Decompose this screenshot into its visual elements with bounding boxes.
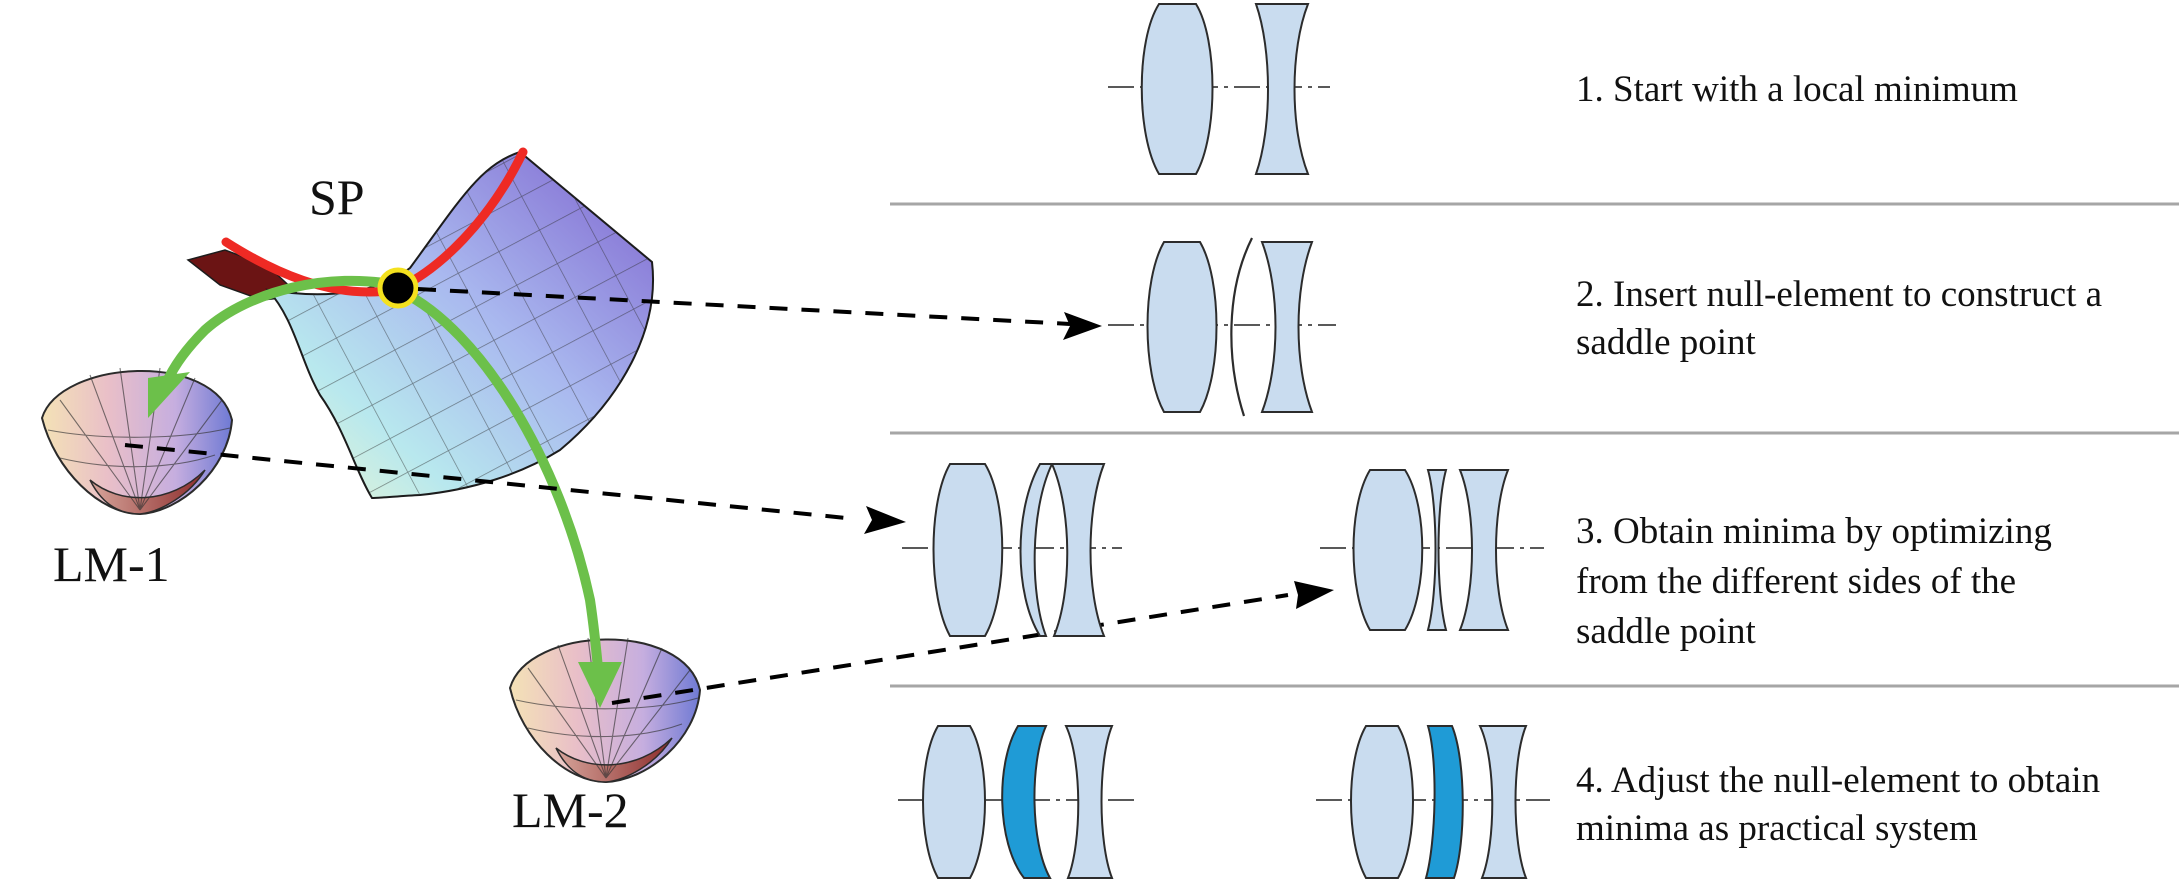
biconvex-lens [1350, 725, 1414, 879]
step-2-line-2: saddle point [1576, 322, 1757, 363]
connector-lm1-to-step3a [124, 443, 857, 521]
step-4-line-1: 4. Adjust the null-element to obtain [1576, 760, 2100, 801]
biconcave-lens [1254, 3, 1310, 175]
saddle-grid [268, 152, 654, 498]
null-element-adjusted [1424, 725, 1464, 879]
step-3-line-2: from the different sides of the [1576, 561, 2016, 602]
dashed-connector-heads [864, 312, 1334, 609]
connector-head-step3a [864, 506, 906, 534]
descent-arrowheads [148, 372, 622, 708]
bowl-lm1 [40, 367, 234, 516]
descent-paths [158, 275, 605, 695]
biconcave-lens [1478, 725, 1528, 879]
biconvex-lens [1352, 469, 1424, 631]
connector-head-step2 [1063, 312, 1102, 340]
null-element-thin [1230, 237, 1253, 417]
bowl-lm1-mesh [47, 367, 231, 511]
local-min-2-label: LM-2 [512, 782, 629, 838]
null-element-adjusted [1001, 725, 1052, 879]
step-descriptions: 1. Start with a local minimum 2. Insert … [1576, 69, 2102, 849]
biconcave-lens [1458, 469, 1510, 631]
bowl-lm2 [508, 637, 702, 784]
saddle-surface [186, 147, 654, 500]
saddle-point-dot [377, 267, 419, 309]
null-element-thin-lens [1426, 469, 1448, 631]
lens-system-step4-left [898, 725, 1134, 879]
descent-path-to-lm2 [397, 287, 605, 695]
bowl-lm2-base [555, 737, 673, 783]
bowl-lm2-body [508, 638, 702, 784]
null-element-meniscus [1019, 463, 1054, 637]
biconcave-lens [1050, 463, 1106, 637]
connector-head-step3b [1294, 581, 1334, 609]
biconcave-lens [1064, 725, 1114, 879]
lens-system-step1 [1108, 3, 1330, 175]
bowl-lm2-mesh [515, 637, 699, 779]
lens-system-step4-right [1316, 725, 1550, 879]
lens-system-step2 [1108, 237, 1336, 417]
saddle-point-label: SP [309, 169, 365, 225]
biconvex-lens [1140, 3, 1214, 175]
dashed-connectors [124, 287, 1289, 705]
local-min-1-label: LM-1 [53, 536, 170, 592]
section-dividers [890, 202, 2179, 688]
step-3-line-3: saddle point [1576, 611, 1757, 652]
biconvex-lens [932, 463, 1004, 637]
arrowhead-lm1 [148, 372, 190, 418]
arrowhead-lm2 [578, 662, 622, 708]
bowl-lm1-base [89, 469, 206, 515]
connector-sp-to-step2 [417, 287, 1071, 326]
biconvex-lens [1146, 241, 1218, 413]
bowl-lm1-body [40, 369, 234, 516]
biconvex-lens [922, 725, 986, 879]
lens-system-step3-left [902, 463, 1122, 637]
step-1-line-1: 1. Start with a local minimum [1576, 69, 2018, 110]
step-3-line-1: 3. Obtain minima by optimizing [1576, 511, 2052, 552]
biconcave-lens [1260, 241, 1314, 413]
step-2-line-1: 2. Insert null-element to construct a [1576, 274, 2102, 315]
step-4-line-2: minima as practical system [1576, 808, 1978, 849]
lens-system-step3-right [1320, 469, 1544, 631]
descent-path-to-lm1 [158, 275, 401, 397]
